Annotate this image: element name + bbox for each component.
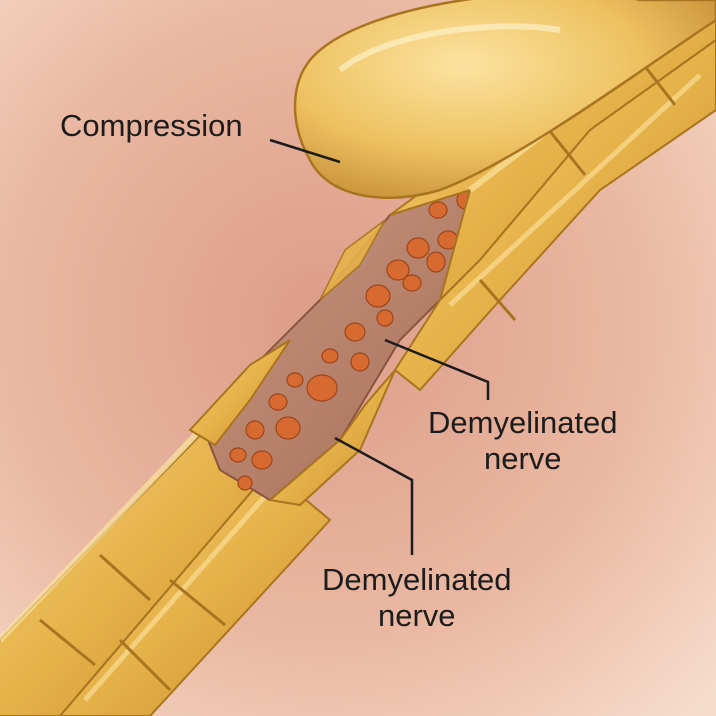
leader-line-demyelinated-2	[334, 436, 414, 555]
cellular-debris	[229, 190, 474, 491]
label-demyelinated-nerve-lower: Demyelinated nerve	[322, 562, 512, 634]
leader-line-compression	[269, 138, 341, 164]
label-demyelinated-nerve-upper: Demyelinated nerve	[428, 405, 618, 477]
label-compression: Compression	[60, 108, 243, 144]
label-line-2: nerve	[484, 441, 562, 476]
leader-line-demyelinated-1	[384, 338, 490, 400]
myelinated-strands-lower	[0, 418, 332, 716]
label-line-1: Demyelinated	[428, 405, 618, 440]
compression-structure	[293, 0, 716, 199]
label-compression-text: Compression	[60, 108, 243, 143]
label-line-1: Demyelinated	[322, 562, 512, 597]
leader-lines	[269, 138, 490, 555]
label-line-2: nerve	[378, 598, 456, 633]
